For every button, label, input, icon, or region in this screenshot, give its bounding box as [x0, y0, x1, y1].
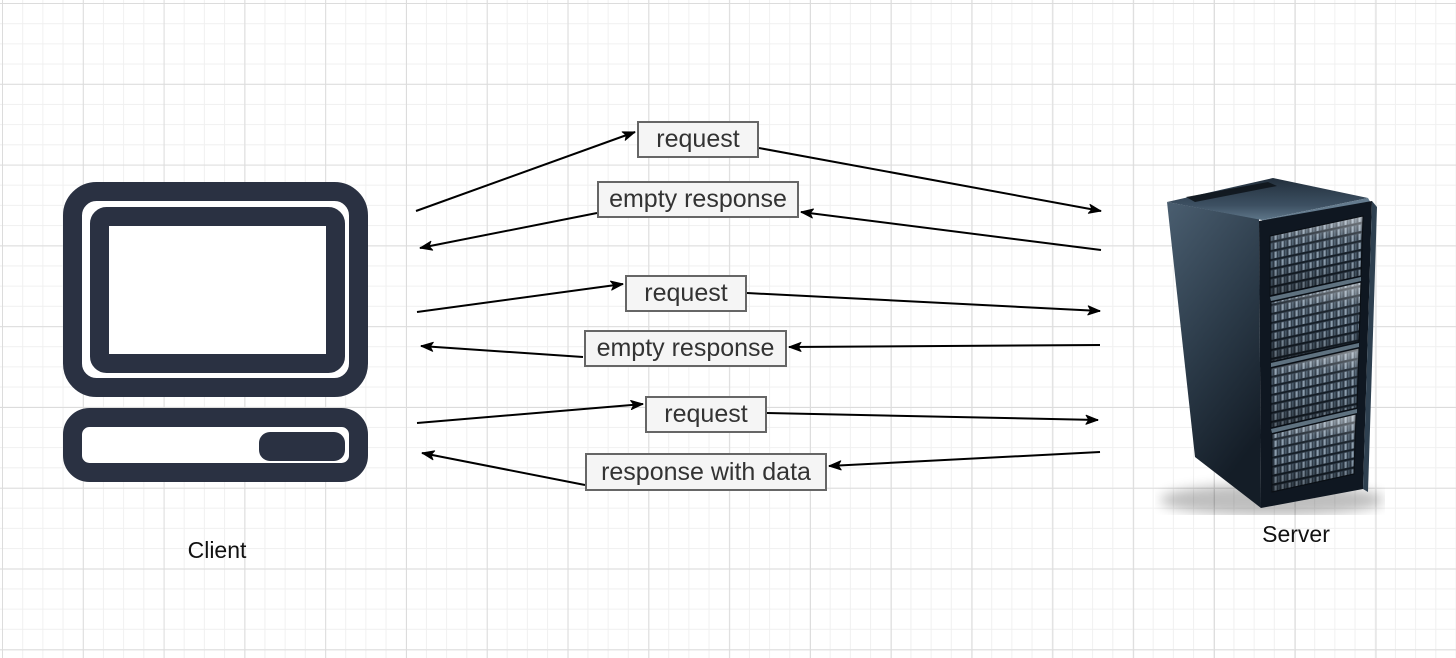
- message-box-request-1[interactable]: request: [637, 121, 759, 158]
- message-box-empty-response-2[interactable]: empty response: [584, 330, 787, 367]
- arrow-line: [758, 147, 1102, 214]
- message-box-response-with-data[interactable]: response with data: [585, 453, 827, 491]
- arrow-line: [746, 292, 1101, 316]
- arrow-request-2[interactable]: [416, 280, 1101, 316]
- arrow-line: [766, 412, 1099, 425]
- arrow-line: [788, 341, 1101, 352]
- message-box-request-3[interactable]: request: [645, 396, 767, 433]
- arrow-line: [800, 208, 1102, 251]
- server-top-lid: [1167, 178, 1368, 220]
- client-label: Client: [187, 537, 247, 563]
- keyboard-key: [259, 432, 345, 461]
- server-side-panel: [1167, 202, 1261, 508]
- arrow-line: [416, 400, 644, 424]
- server-drive-bays: [1269, 215, 1364, 493]
- arrow-line: [421, 450, 586, 486]
- server-label: Server: [1262, 521, 1330, 547]
- arrow-line: [419, 212, 598, 251]
- monitor-screen: [90, 207, 345, 373]
- desktop-computer-icon: [63, 182, 368, 482]
- message-box-empty-response-1[interactable]: empty response: [597, 181, 799, 218]
- server-lid-slot: [1186, 182, 1277, 202]
- message-box-request-2[interactable]: request: [625, 275, 747, 312]
- arrow-request-3[interactable]: [416, 400, 1099, 425]
- arrow-empty-response-2[interactable]: [420, 341, 1101, 358]
- arrow-line: [420, 341, 584, 358]
- arrow-response-with-data[interactable]: [421, 450, 1101, 486]
- arrow-line: [416, 280, 624, 313]
- arrow-request-1[interactable]: [415, 131, 1102, 214]
- arrow-empty-response-1[interactable]: [419, 208, 1102, 251]
- node-client[interactable]: [63, 182, 368, 482]
- server-bay-separators: [1270, 277, 1361, 433]
- server-right-edge: [1363, 201, 1377, 492]
- arrow-line: [415, 131, 636, 212]
- server-rack-icon: [1160, 178, 1384, 516]
- arrow-line: [828, 451, 1101, 471]
- node-server[interactable]: [1155, 170, 1385, 516]
